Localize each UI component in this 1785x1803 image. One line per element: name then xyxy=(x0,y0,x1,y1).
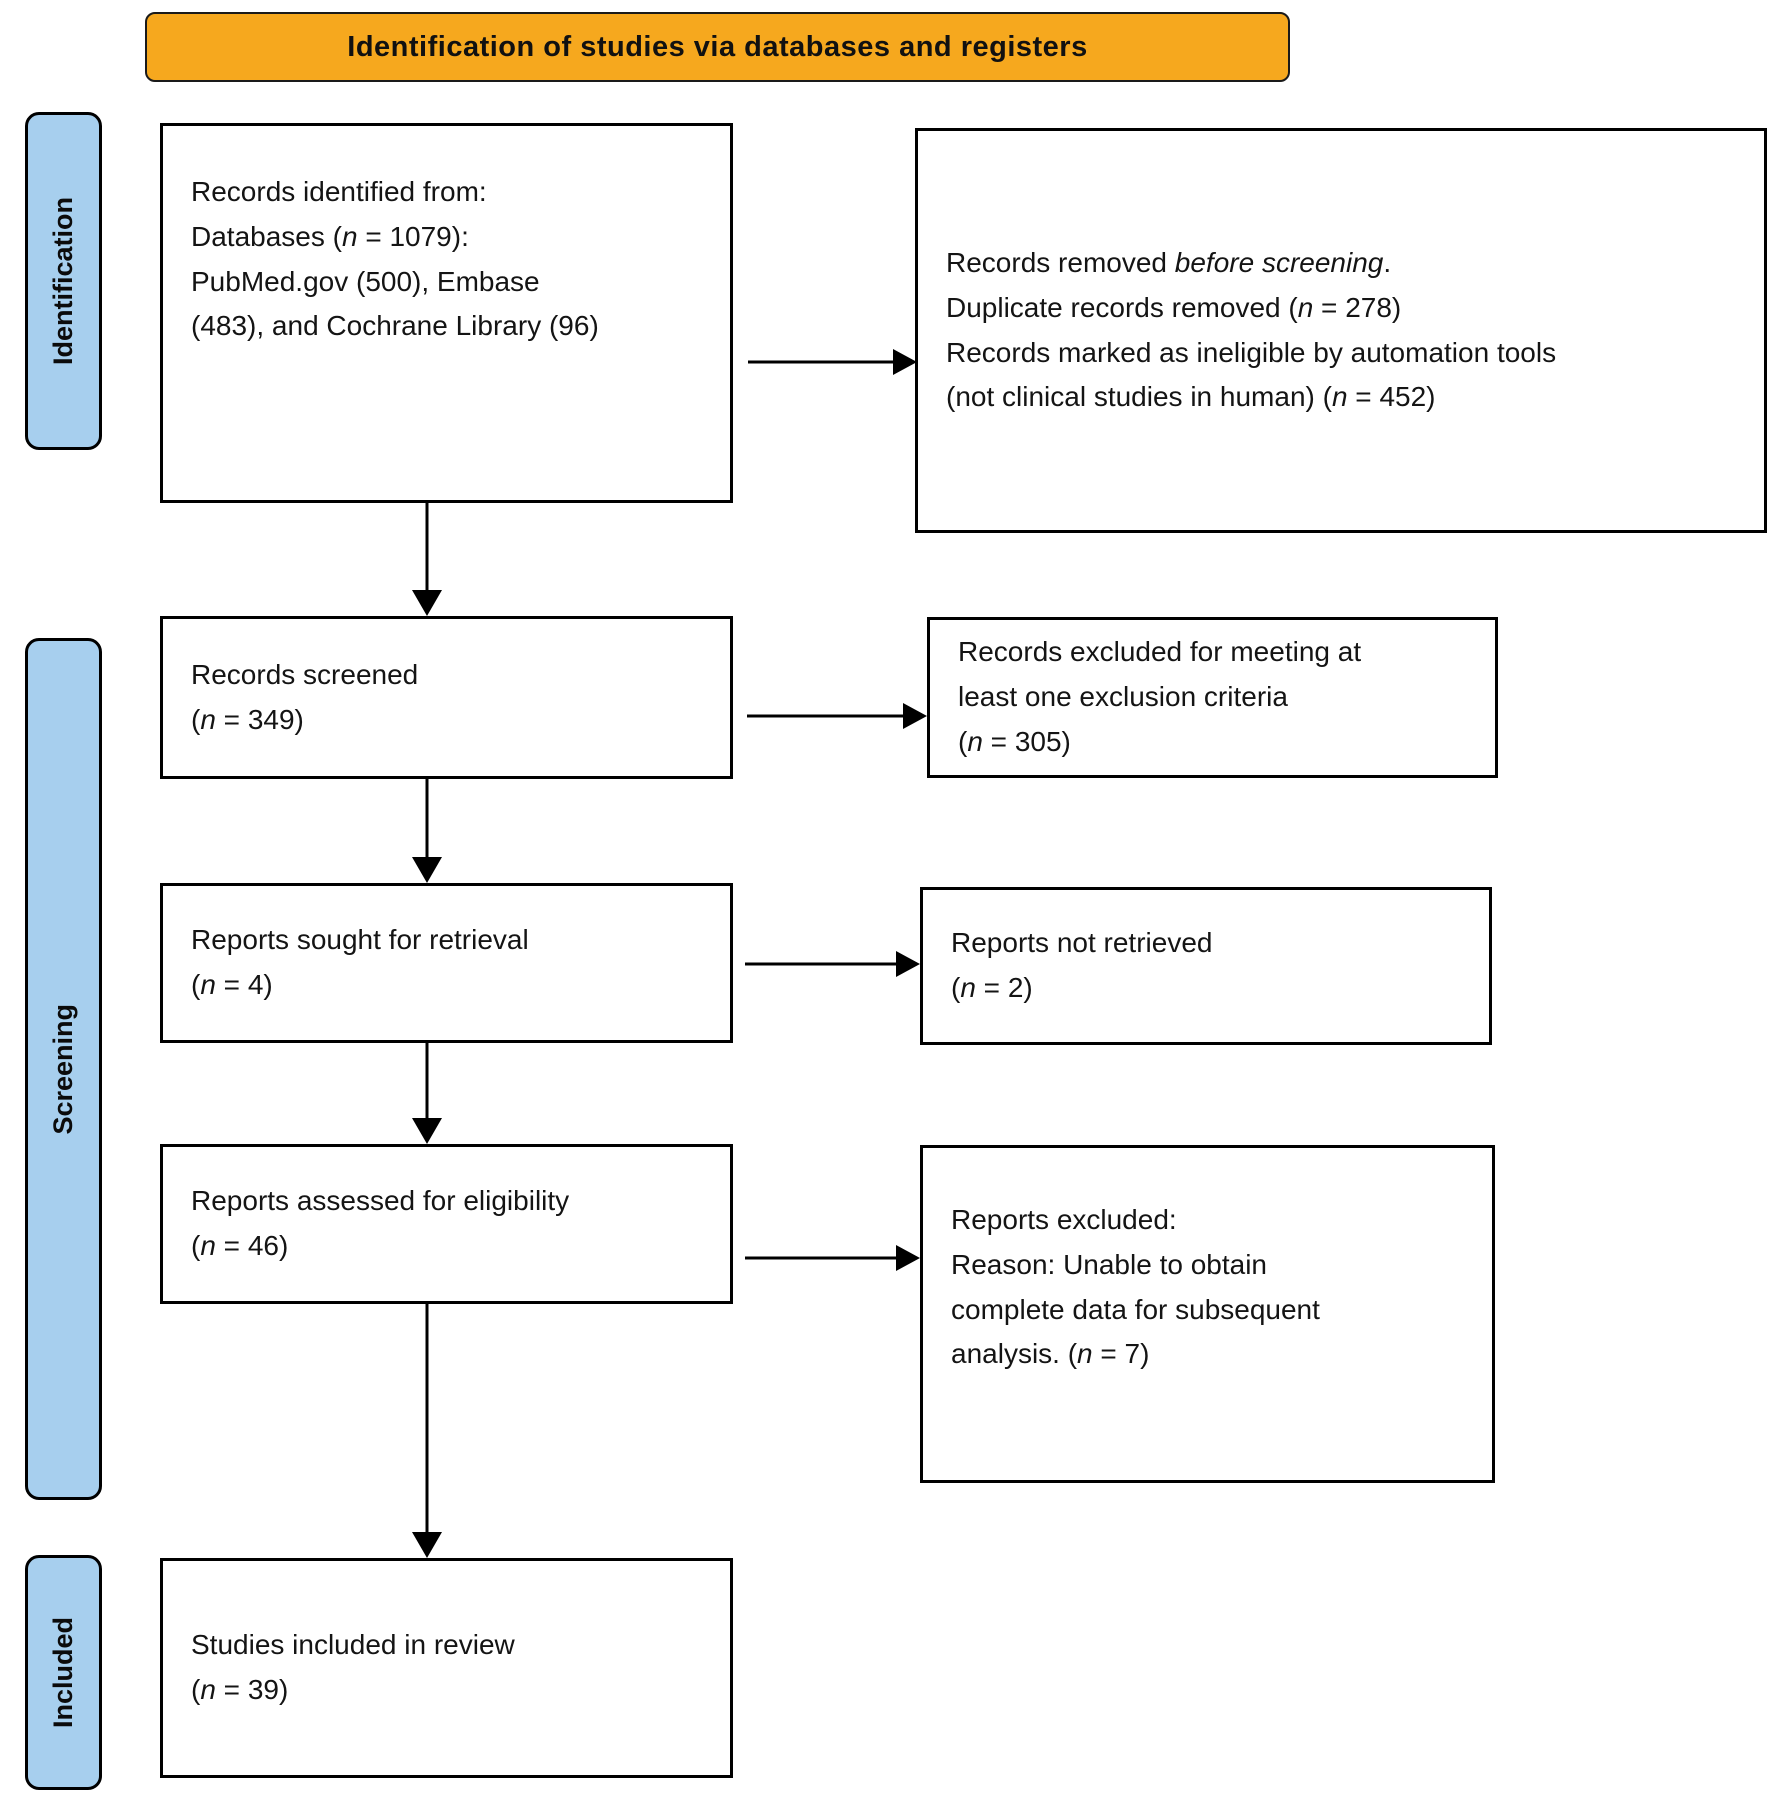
arrow-right-icon xyxy=(896,951,920,977)
arrow-right-sought-to-not-retrieved xyxy=(745,949,920,979)
arrow-line xyxy=(748,360,897,364)
box-records-removed: Records removed before screening.Duplica… xyxy=(915,128,1767,533)
stage-identification-label: Identification xyxy=(48,197,78,365)
box-reports-not-retrieved: Reports not retrieved(n = 2) xyxy=(920,887,1492,1045)
box-reports-assessed: Reports assessed for eligibility(n = 46) xyxy=(160,1144,733,1304)
arrow-down-icon xyxy=(412,1532,442,1558)
arrow-right-identified-to-removed xyxy=(748,347,917,377)
arrow-right-screened-to-excluded xyxy=(747,701,927,731)
stage-included-label: Included xyxy=(48,1616,78,1728)
arrow-line xyxy=(745,962,900,966)
arrow-line xyxy=(425,1304,429,1536)
arrow-down-icon xyxy=(412,590,442,616)
stage-identification: Identification xyxy=(25,112,102,450)
arrow-line xyxy=(425,1043,429,1122)
stage-included: Included xyxy=(25,1555,102,1790)
box-studies-included: Studies included in review(n = 39) xyxy=(160,1558,733,1778)
arrow-line xyxy=(425,779,429,861)
arrow-line xyxy=(425,503,429,594)
arrow-right-assessed-to-excluded xyxy=(745,1243,920,1273)
arrow-down-identified-to-screened xyxy=(412,503,442,616)
stage-screening: Screening xyxy=(25,638,102,1500)
arrow-down-screened-to-sought xyxy=(412,779,442,883)
arrow-right-icon xyxy=(893,349,917,375)
box-reports-excluded: Reports excluded:Reason: Unable to obtai… xyxy=(920,1145,1495,1483)
arrow-down-assessed-to-included xyxy=(412,1304,442,1558)
title-banner: Identification of studies via databases … xyxy=(145,12,1290,82)
arrow-right-icon xyxy=(896,1245,920,1271)
arrow-down-icon xyxy=(412,857,442,883)
arrow-down-icon xyxy=(412,1118,442,1144)
stage-screening-label: Screening xyxy=(48,1003,78,1135)
title-banner-label: Identification of studies via databases … xyxy=(347,30,1088,63)
box-records-screened: Records screened(n = 349) xyxy=(160,616,733,779)
box-reports-sought: Reports sought for retrieval(n = 4) xyxy=(160,883,733,1043)
arrow-right-icon xyxy=(903,703,927,729)
arrow-line xyxy=(747,714,907,718)
arrow-line xyxy=(745,1256,900,1260)
box-records-identified: Records identified from:Databases (n = 1… xyxy=(160,123,733,503)
arrow-down-sought-to-assessed xyxy=(412,1043,442,1144)
